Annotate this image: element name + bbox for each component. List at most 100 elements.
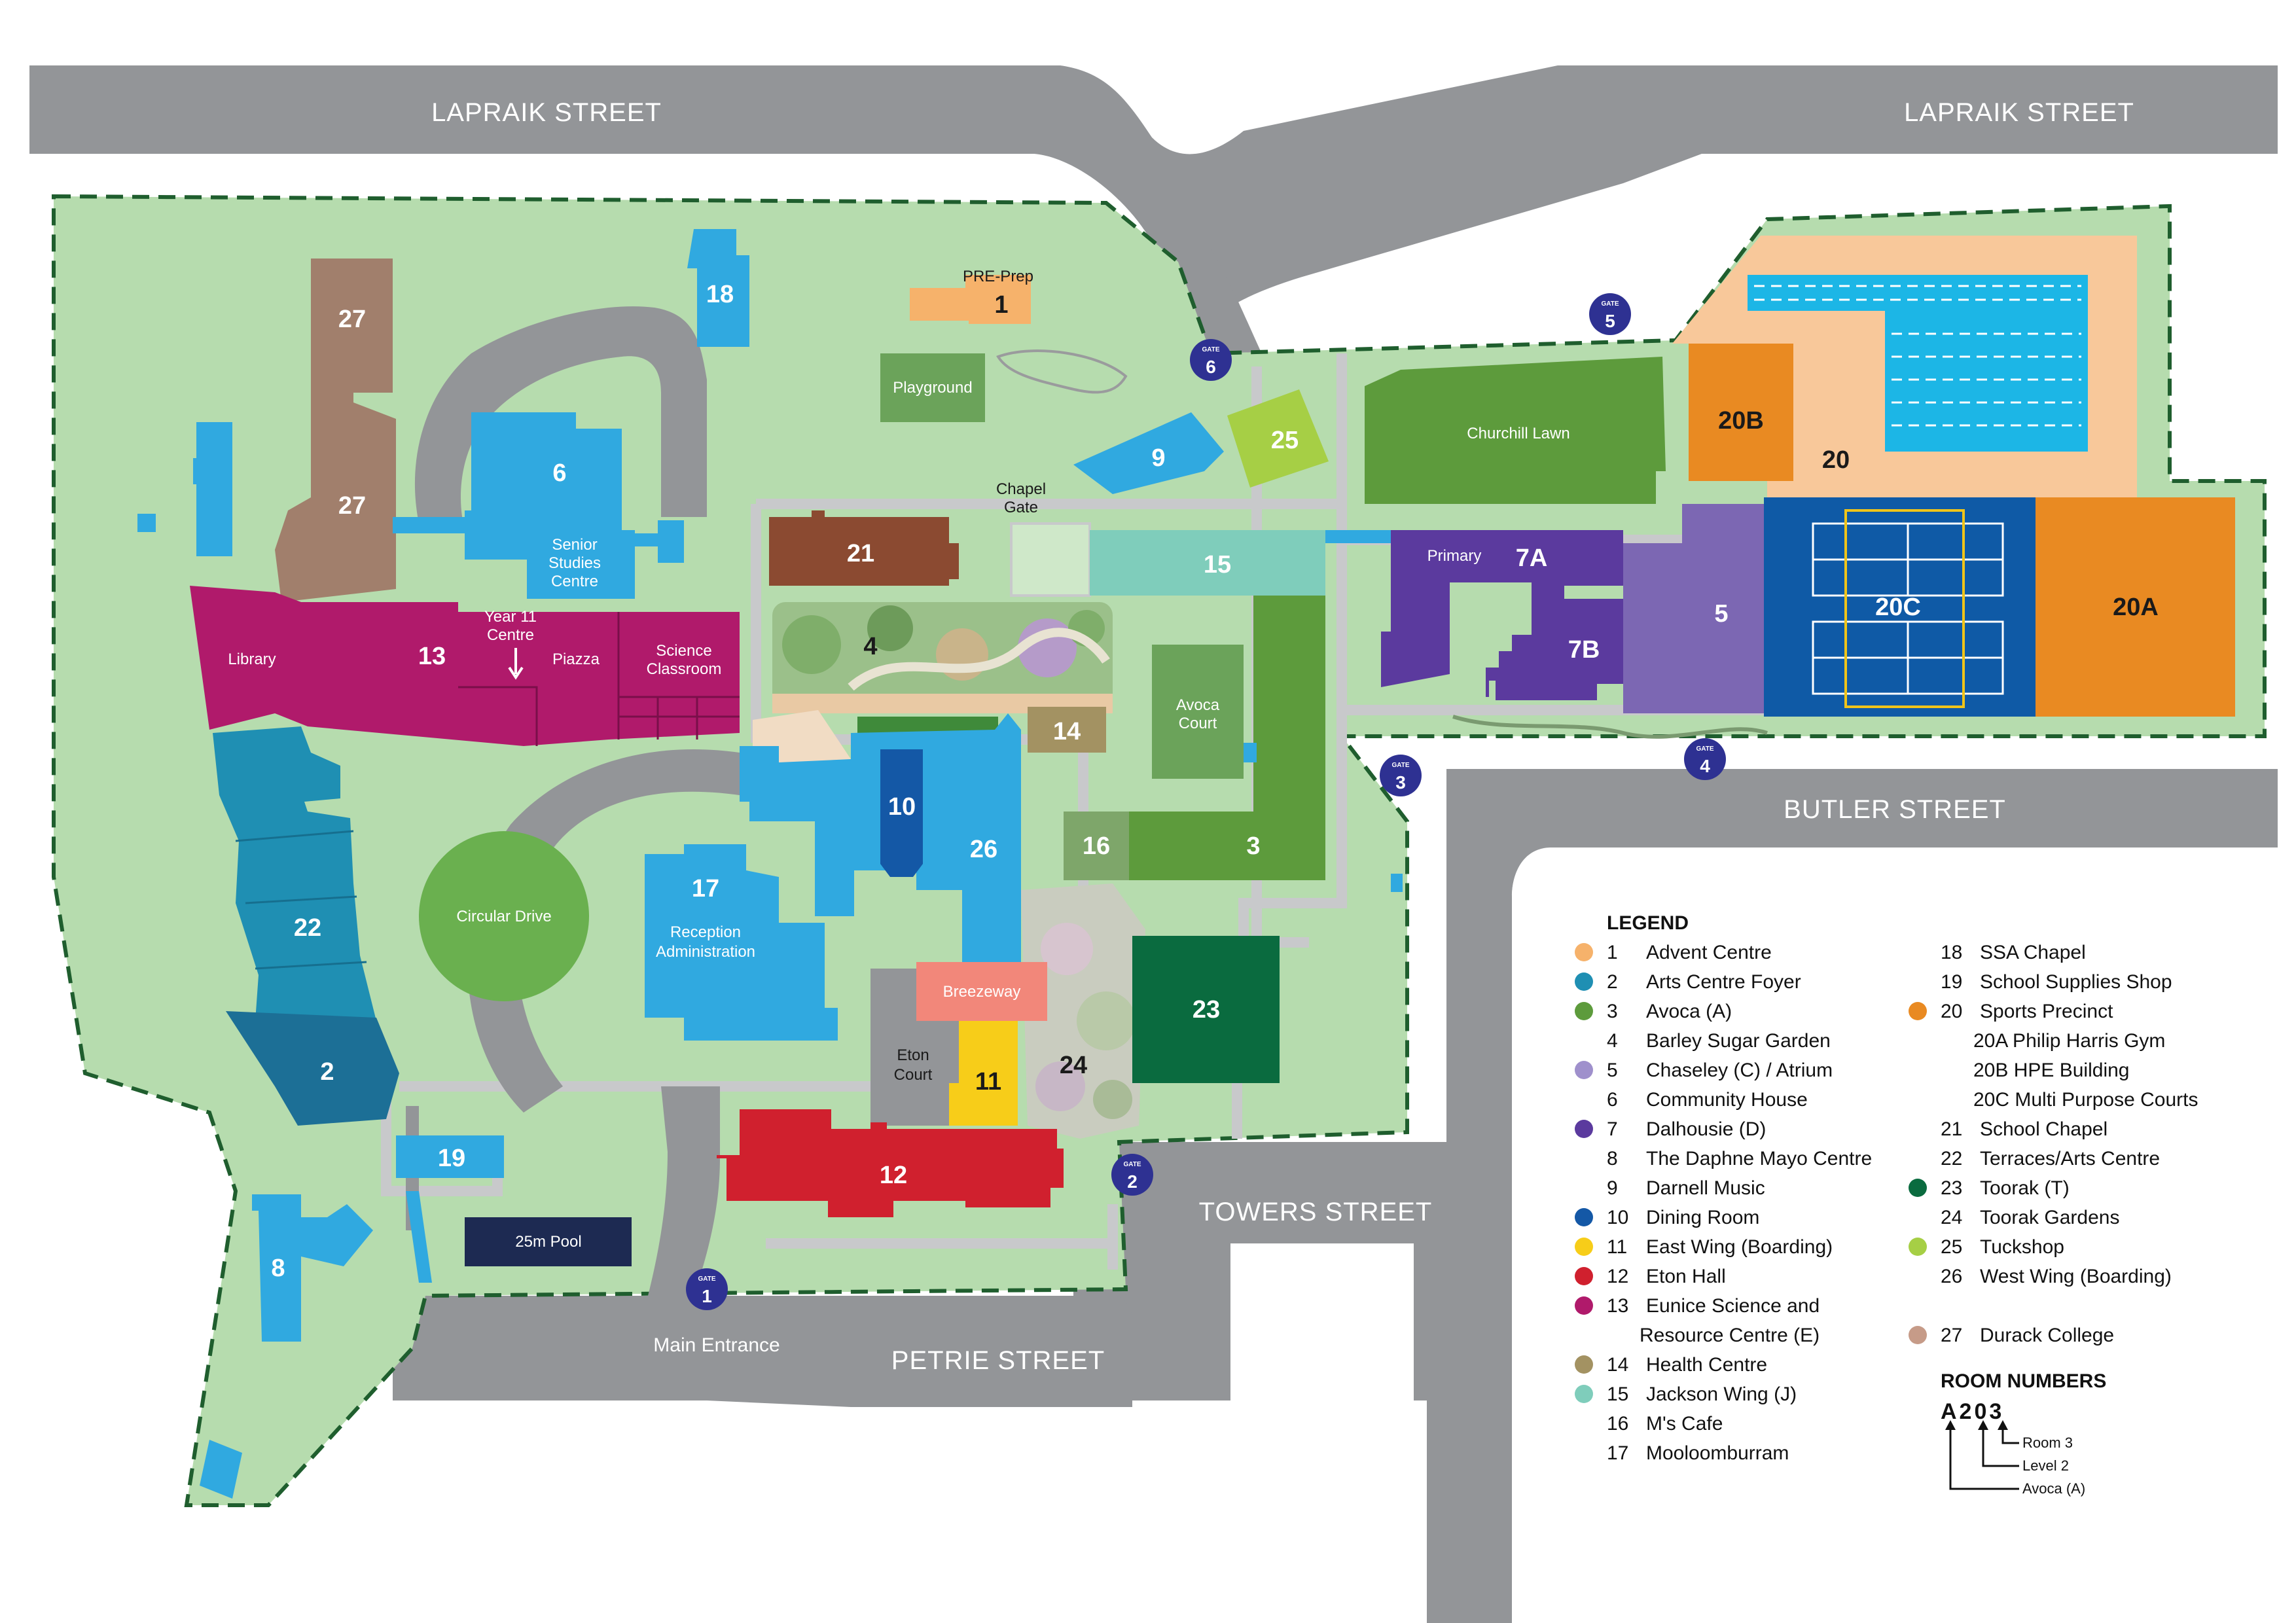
small-building-e — [635, 533, 661, 546]
gate-3[interactable]: GATE 3 — [1380, 755, 1422, 796]
legend-item-name: 20A Philip Harris Gym — [1973, 1030, 2165, 1052]
legend-item: 20C Multi Purpose Courts — [1973, 1089, 2198, 1111]
gate-4-caption: GATE — [1696, 745, 1713, 753]
room-numbers-room: Room 3 — [2022, 1435, 2073, 1451]
building-7b-number: 7B — [1568, 636, 1600, 664]
building-10 — [880, 749, 923, 877]
legend-item-number: 27 — [1941, 1325, 1962, 1346]
legend-item-name: Durack College — [1980, 1325, 2114, 1346]
chapel-gate-plot — [1010, 522, 1091, 597]
legend-item-name: Darnell Music — [1646, 1177, 1765, 1199]
circular-drive-label: Circular Drive — [456, 908, 551, 925]
chapel-gate-line2: Gate — [1004, 499, 1038, 516]
legend-item: 20B HPE Building — [1973, 1060, 2129, 1081]
legend-item-number: 23 — [1941, 1177, 1962, 1199]
gate-4[interactable]: GATE 4 — [1684, 738, 1726, 780]
building-19 — [396, 1135, 504, 1178]
street-lapraik-left: LAPRAIK STREET — [431, 98, 662, 127]
building-20b-number: 20B — [1718, 407, 1764, 435]
building-4-garden — [772, 602, 1113, 713]
building-27-number: 27 — [338, 306, 366, 333]
gate-5[interactable]: GATE 5 — [1589, 293, 1631, 335]
piazza-label: Piazza — [552, 651, 600, 668]
building-5 — [1623, 504, 1764, 713]
legend-item-name: Barley Sugar Garden — [1646, 1030, 1831, 1052]
building-15-number: 15 — [1204, 551, 1231, 579]
legend-item: 20A Philip Harris Gym — [1973, 1030, 2165, 1052]
building-20c-number: 20C — [1875, 594, 1921, 621]
legend-item-number: 19 — [1941, 971, 1962, 993]
building-16 — [1064, 812, 1129, 880]
building-27 — [275, 259, 396, 602]
chapel-gate-line1: Chapel — [996, 480, 1046, 498]
building-10-number: 10 — [888, 793, 916, 821]
pool-lanes — [1748, 275, 2088, 452]
room-numbers-level: Level 2 — [2022, 1457, 2069, 1474]
legend-swatch — [1575, 1208, 1593, 1226]
legend-item-number: 7 — [1607, 1118, 1618, 1140]
building-20c — [1764, 497, 2036, 717]
legend-item-name: Health Centre — [1646, 1354, 1767, 1376]
year11-line1: Year 11 — [484, 608, 537, 626]
road-butler — [1427, 769, 2278, 1623]
reception-line1: Reception — [670, 923, 741, 941]
legend-item-number: 22 — [1941, 1148, 1962, 1169]
building-25-number: 25 — [1271, 427, 1299, 454]
building-23 — [1132, 936, 1280, 1083]
legend-item-number: 11 — [1607, 1236, 1627, 1258]
legend-item-name: Arts Centre Foyer — [1646, 971, 1801, 993]
legend-item-name: Tuckshop — [1980, 1236, 2064, 1258]
building-1-number: 1 — [994, 291, 1008, 319]
room-numbers-building: Avoca (A) — [2022, 1480, 2085, 1497]
legend-item-number: 16 — [1607, 1413, 1628, 1435]
small-building-d — [658, 520, 684, 563]
legend-swatch — [1909, 1179, 1927, 1197]
building-6-number: 6 — [552, 459, 566, 487]
legend-swatch — [1575, 1061, 1593, 1079]
legend-item-number: 13 — [1607, 1295, 1628, 1317]
building-22-number: 22 — [294, 914, 321, 942]
gate-5-marker — [1589, 293, 1631, 335]
legend-item-number: 12 — [1607, 1266, 1628, 1287]
legend-item-number: 9 — [1607, 1177, 1618, 1199]
legend-item-number: 6 — [1607, 1089, 1618, 1111]
building-23-number: 23 — [1193, 996, 1220, 1024]
gate-2[interactable]: GATE 2 — [1111, 1154, 1153, 1196]
gate-6[interactable]: GATE 6 — [1190, 339, 1232, 381]
building-17 — [645, 844, 838, 1041]
building-16-number: 16 — [1083, 832, 1110, 860]
courts — [1812, 522, 2004, 695]
gate-2-caption: GATE — [1123, 1161, 1141, 1168]
churchill-lawn — [1365, 357, 1666, 504]
building-21 — [769, 510, 959, 586]
reception-line2: Administration — [656, 943, 755, 961]
building-20-number: 20 — [1822, 446, 1850, 474]
gate-1[interactable]: GATE 1 — [686, 1268, 728, 1310]
eton-court-line2: Court — [894, 1066, 933, 1084]
building-8-number: 8 — [271, 1255, 285, 1282]
room-numbers-code: A203 — [1941, 1399, 2004, 1424]
gate-4-marker — [1684, 738, 1726, 780]
legend-swatch — [1575, 1002, 1593, 1020]
gate-2-number: 2 — [1127, 1171, 1138, 1192]
building-6 — [465, 412, 635, 599]
building-7a-number: 7A — [1516, 544, 1548, 572]
legend-item-name: School Supplies Shop — [1980, 971, 2172, 993]
legend-item: 19 School Supplies Shop — [1941, 971, 2172, 993]
building-14 — [1028, 707, 1106, 753]
building-2-number: 2 — [320, 1058, 334, 1086]
gate-3-caption: GATE — [1391, 762, 1409, 769]
legend-item-name: Terraces/Arts Centre — [1980, 1148, 2160, 1169]
main-entrance-label: Main Entrance — [653, 1334, 780, 1356]
legend-item-number: 26 — [1941, 1266, 1962, 1287]
building-24-garden — [1021, 883, 1145, 1139]
